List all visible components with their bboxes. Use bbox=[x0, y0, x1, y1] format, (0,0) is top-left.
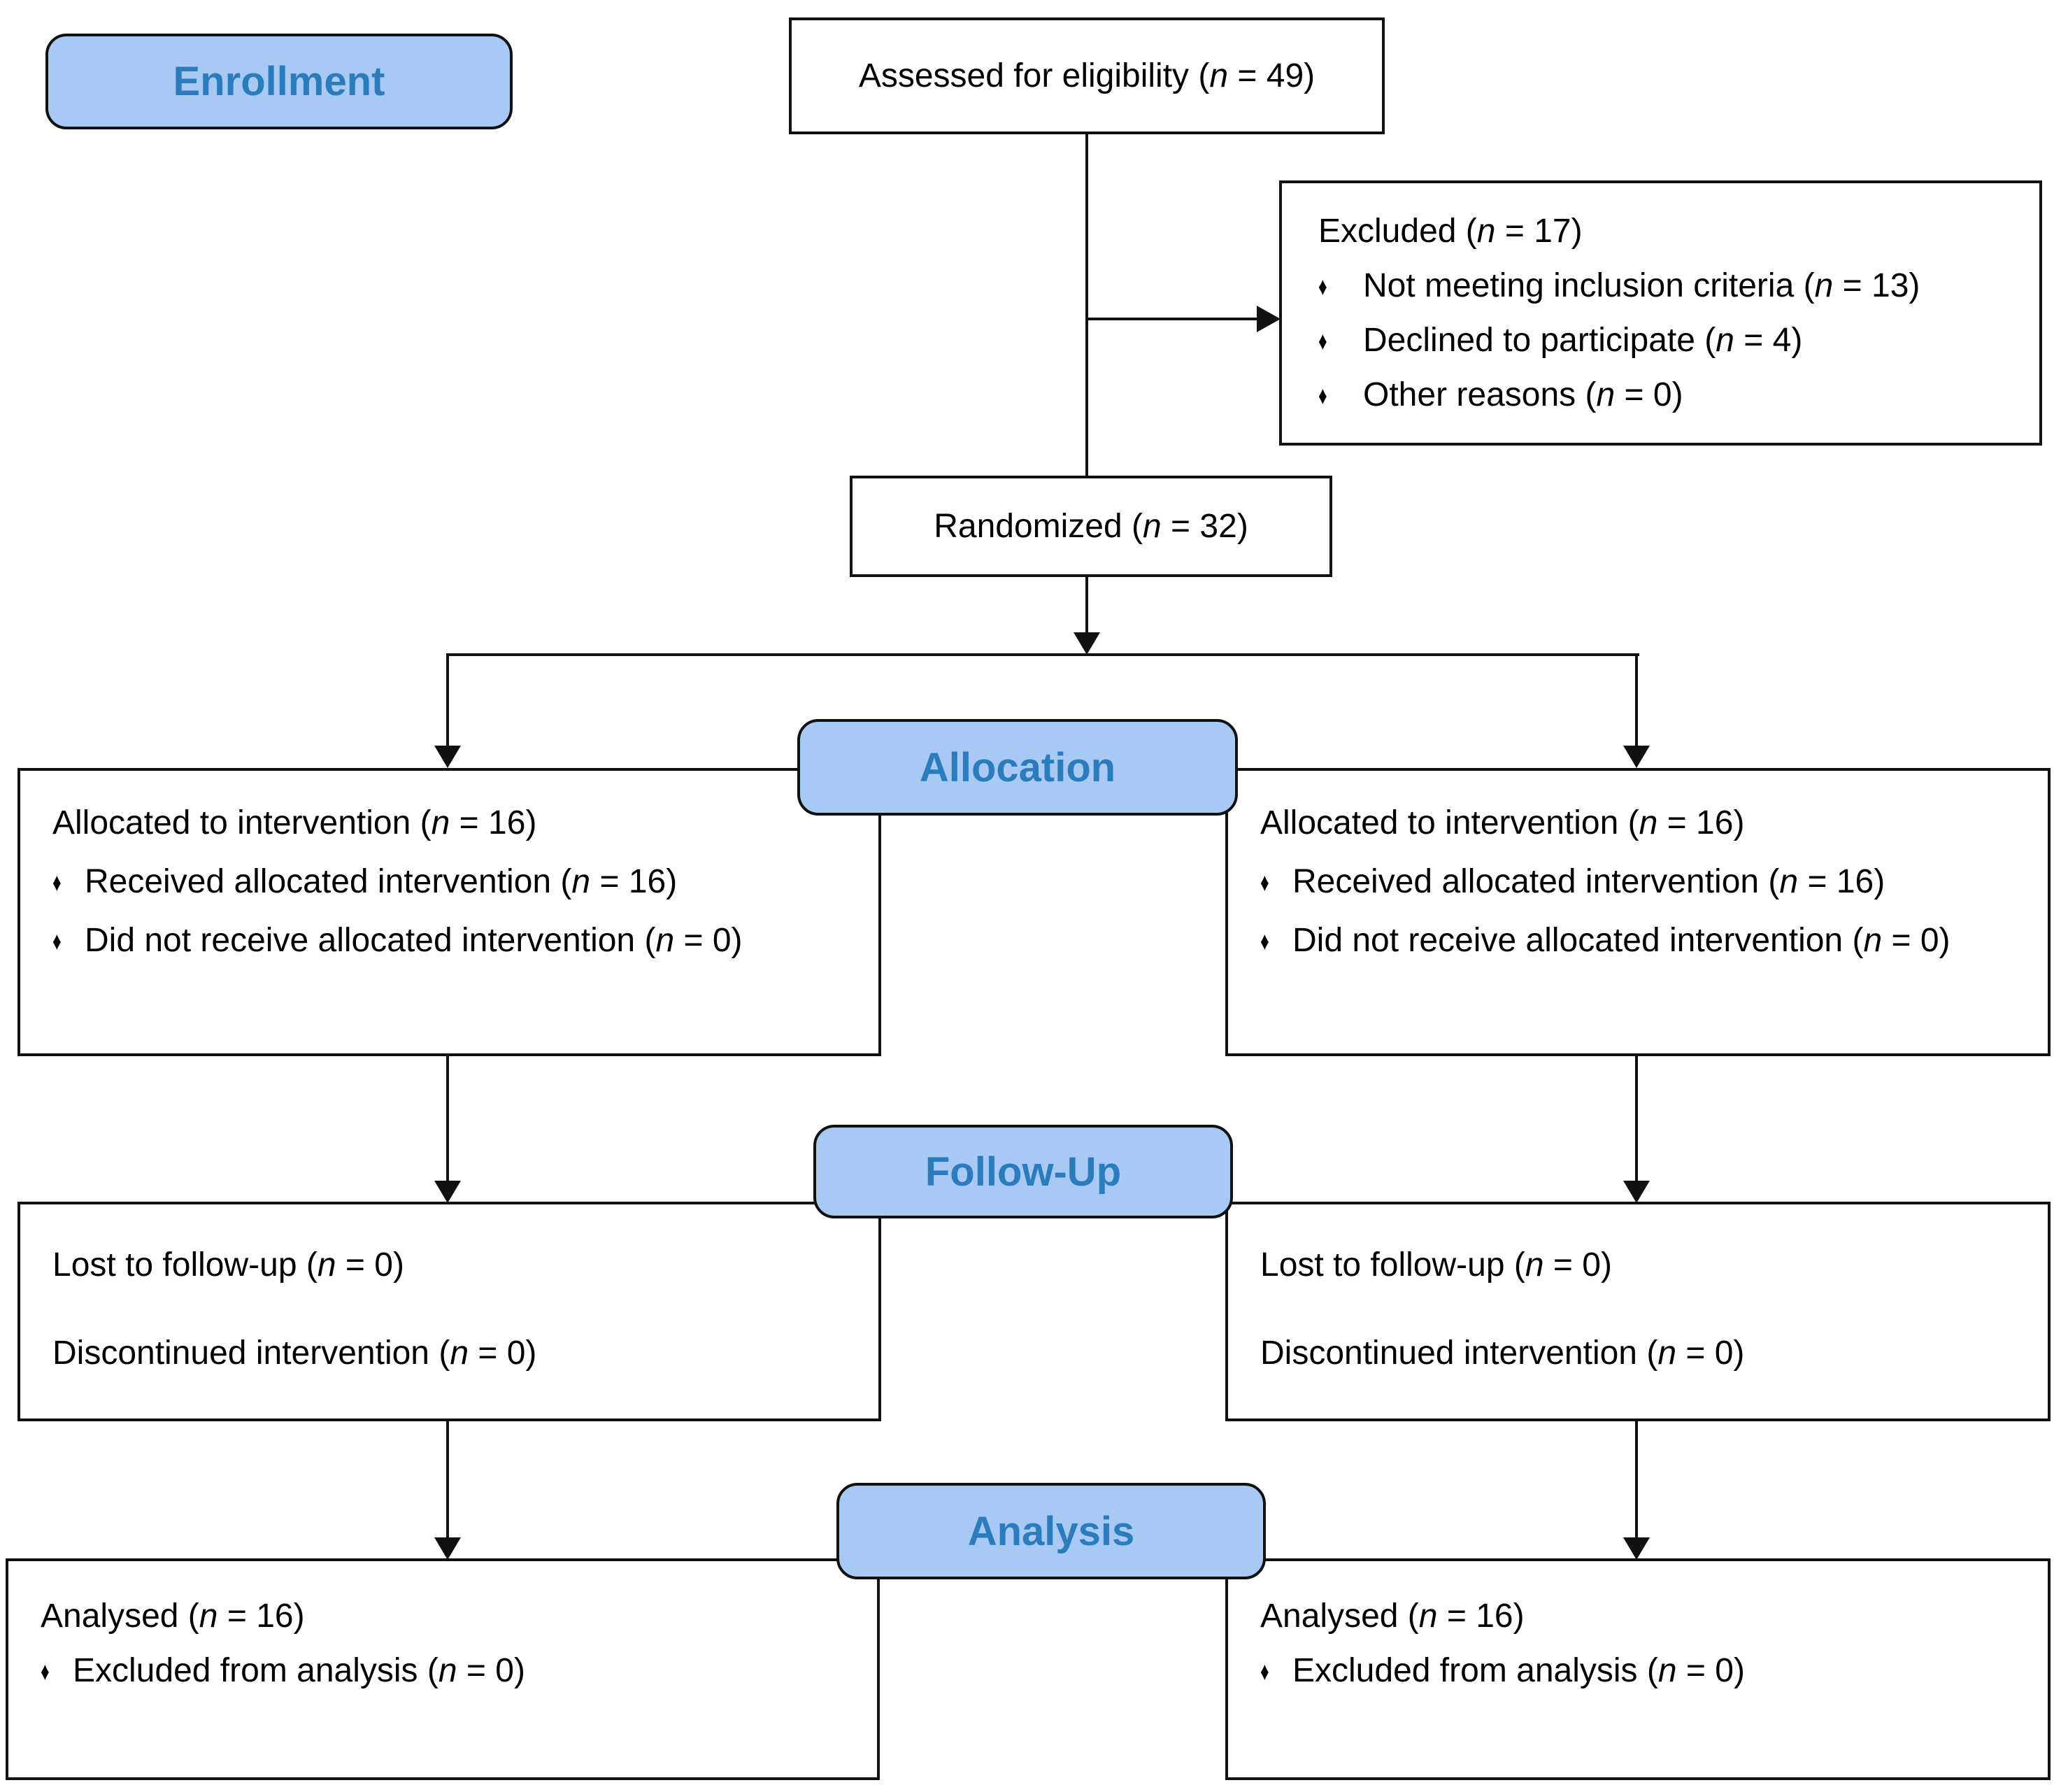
box-title: Assessed for eligibility (n = 49) bbox=[858, 57, 1315, 94]
diamond-bullet-icon: ♦ bbox=[1260, 867, 1269, 897]
connector-branch-to-excluded bbox=[1085, 318, 1260, 320]
arrowhead-down-icon bbox=[1623, 1181, 1650, 1203]
connector-assessed-to-randomized bbox=[1085, 134, 1088, 476]
followup-box-left: Lost to follow-up (n = 0) Discontinued i… bbox=[17, 1202, 881, 1421]
connector-split-to-allocation-right bbox=[1635, 653, 1638, 748]
box-title: Analysed (n = 16) bbox=[41, 1598, 305, 1635]
connector-allocation-to-followup-right bbox=[1635, 1056, 1638, 1183]
allocation-box-right: Allocated to intervention (n = 16) ♦ Rec… bbox=[1225, 768, 2051, 1056]
bullet-text: Declined to participate (n = 4) bbox=[1363, 322, 1803, 359]
box-title: Excluded (n = 17) bbox=[1318, 213, 1583, 250]
bullet-text: Other reasons (n = 0) bbox=[1363, 376, 1683, 413]
bullet-item: ♦ Excluded from analysis (n = 0) bbox=[41, 1652, 860, 1690]
box-title: Randomized (n = 32) bbox=[934, 507, 1248, 545]
stage-pill-label: Enrollment bbox=[173, 59, 385, 104]
stage-pill-analysis: Analysis bbox=[836, 1483, 1266, 1579]
assessed-box: Assessed for eligibility (n = 49) bbox=[789, 17, 1385, 134]
bullet-text: Did not receive allocated intervention (… bbox=[85, 922, 743, 959]
bullet-text: Received allocated intervention (n = 16) bbox=[1292, 863, 1885, 900]
bullet-text: Excluded from analysis (n = 0) bbox=[1292, 1652, 1745, 1689]
bullet-text: Excluded from analysis (n = 0) bbox=[73, 1652, 525, 1689]
box-title: Analysed (n = 16) bbox=[1260, 1598, 1525, 1635]
arrowhead-down-icon bbox=[434, 746, 461, 768]
bullet-text: Did not receive allocated intervention (… bbox=[1292, 922, 1951, 959]
diamond-bullet-icon: ♦ bbox=[1318, 326, 1327, 355]
diamond-bullet-icon: ♦ bbox=[1318, 381, 1327, 410]
connector-allocation-to-followup-left bbox=[446, 1056, 449, 1183]
bullet-item: ♦ Did not receive allocated intervention… bbox=[1260, 922, 2031, 960]
arrowhead-right-icon bbox=[1257, 306, 1281, 332]
box-title: Allocated to intervention (n = 16) bbox=[1260, 804, 1745, 841]
stage-pill-label: Analysis bbox=[967, 1508, 1135, 1554]
stage-pill-label: Allocation bbox=[919, 744, 1116, 790]
diamond-bullet-icon: ♦ bbox=[1260, 1656, 1269, 1686]
excluded-box: Excluded (n = 17) ♦ Not meeting inclusio… bbox=[1279, 180, 2042, 446]
followup-line: Discontinued intervention (n = 0) bbox=[1260, 1335, 1745, 1372]
diamond-bullet-icon: ♦ bbox=[1260, 926, 1269, 955]
stage-pill-label: Follow-Up bbox=[925, 1149, 1122, 1195]
randomized-box: Randomized (n = 32) bbox=[850, 476, 1332, 577]
diamond-bullet-icon: ♦ bbox=[52, 867, 62, 897]
box-title: Allocated to intervention (n = 16) bbox=[52, 804, 537, 841]
followup-line: Discontinued intervention (n = 0) bbox=[52, 1335, 537, 1372]
connector-split-horizontal bbox=[446, 653, 1639, 656]
bullet-item: ♦ Not meeting inclusion criteria (n = 13… bbox=[1318, 267, 2025, 305]
analysis-box-right: Analysed (n = 16) ♦ Excluded from analys… bbox=[1225, 1558, 2051, 1780]
bullet-item: ♦ Received allocated intervention (n = 1… bbox=[1260, 863, 2031, 901]
stage-pill-enrollment: Enrollment bbox=[45, 34, 513, 129]
bullet-item: ♦ Excluded from analysis (n = 0) bbox=[1260, 1652, 2031, 1690]
stage-pill-followup: Follow-Up bbox=[813, 1125, 1233, 1218]
followup-line: Lost to follow-up (n = 0) bbox=[1260, 1246, 1612, 1283]
stage-pill-allocation: Allocation bbox=[797, 719, 1238, 816]
connector-split-to-allocation-left bbox=[446, 653, 449, 748]
analysis-box-left: Analysed (n = 16) ♦ Excluded from analys… bbox=[6, 1558, 880, 1780]
arrowhead-down-icon bbox=[1623, 746, 1650, 768]
connector-followup-to-analysis-left bbox=[446, 1421, 449, 1539]
connector-followup-to-analysis-right bbox=[1635, 1421, 1638, 1539]
arrowhead-down-icon bbox=[434, 1537, 461, 1560]
bullet-item: ♦ Declined to participate (n = 4) bbox=[1318, 322, 2025, 360]
allocation-box-left: Allocated to intervention (n = 16) ♦ Rec… bbox=[17, 768, 881, 1056]
diamond-bullet-icon: ♦ bbox=[52, 926, 62, 955]
bullet-item: ♦ Other reasons (n = 0) bbox=[1318, 376, 2025, 414]
arrowhead-down-icon bbox=[1623, 1537, 1650, 1560]
arrowhead-down-icon bbox=[434, 1181, 461, 1203]
followup-box-right: Lost to follow-up (n = 0) Discontinued i… bbox=[1225, 1202, 2051, 1421]
arrowhead-down-icon bbox=[1074, 632, 1100, 655]
bullet-item: ♦ Did not receive allocated intervention… bbox=[52, 922, 862, 960]
followup-line: Lost to follow-up (n = 0) bbox=[52, 1246, 404, 1283]
connector-randomized-to-split bbox=[1085, 577, 1088, 637]
bullet-item: ♦ Received allocated intervention (n = 1… bbox=[52, 863, 862, 901]
bullet-text: Not meeting inclusion criteria (n = 13) bbox=[1363, 267, 1920, 304]
bullet-text: Received allocated intervention (n = 16) bbox=[85, 863, 678, 900]
diamond-bullet-icon: ♦ bbox=[41, 1656, 50, 1686]
diamond-bullet-icon: ♦ bbox=[1318, 271, 1327, 301]
